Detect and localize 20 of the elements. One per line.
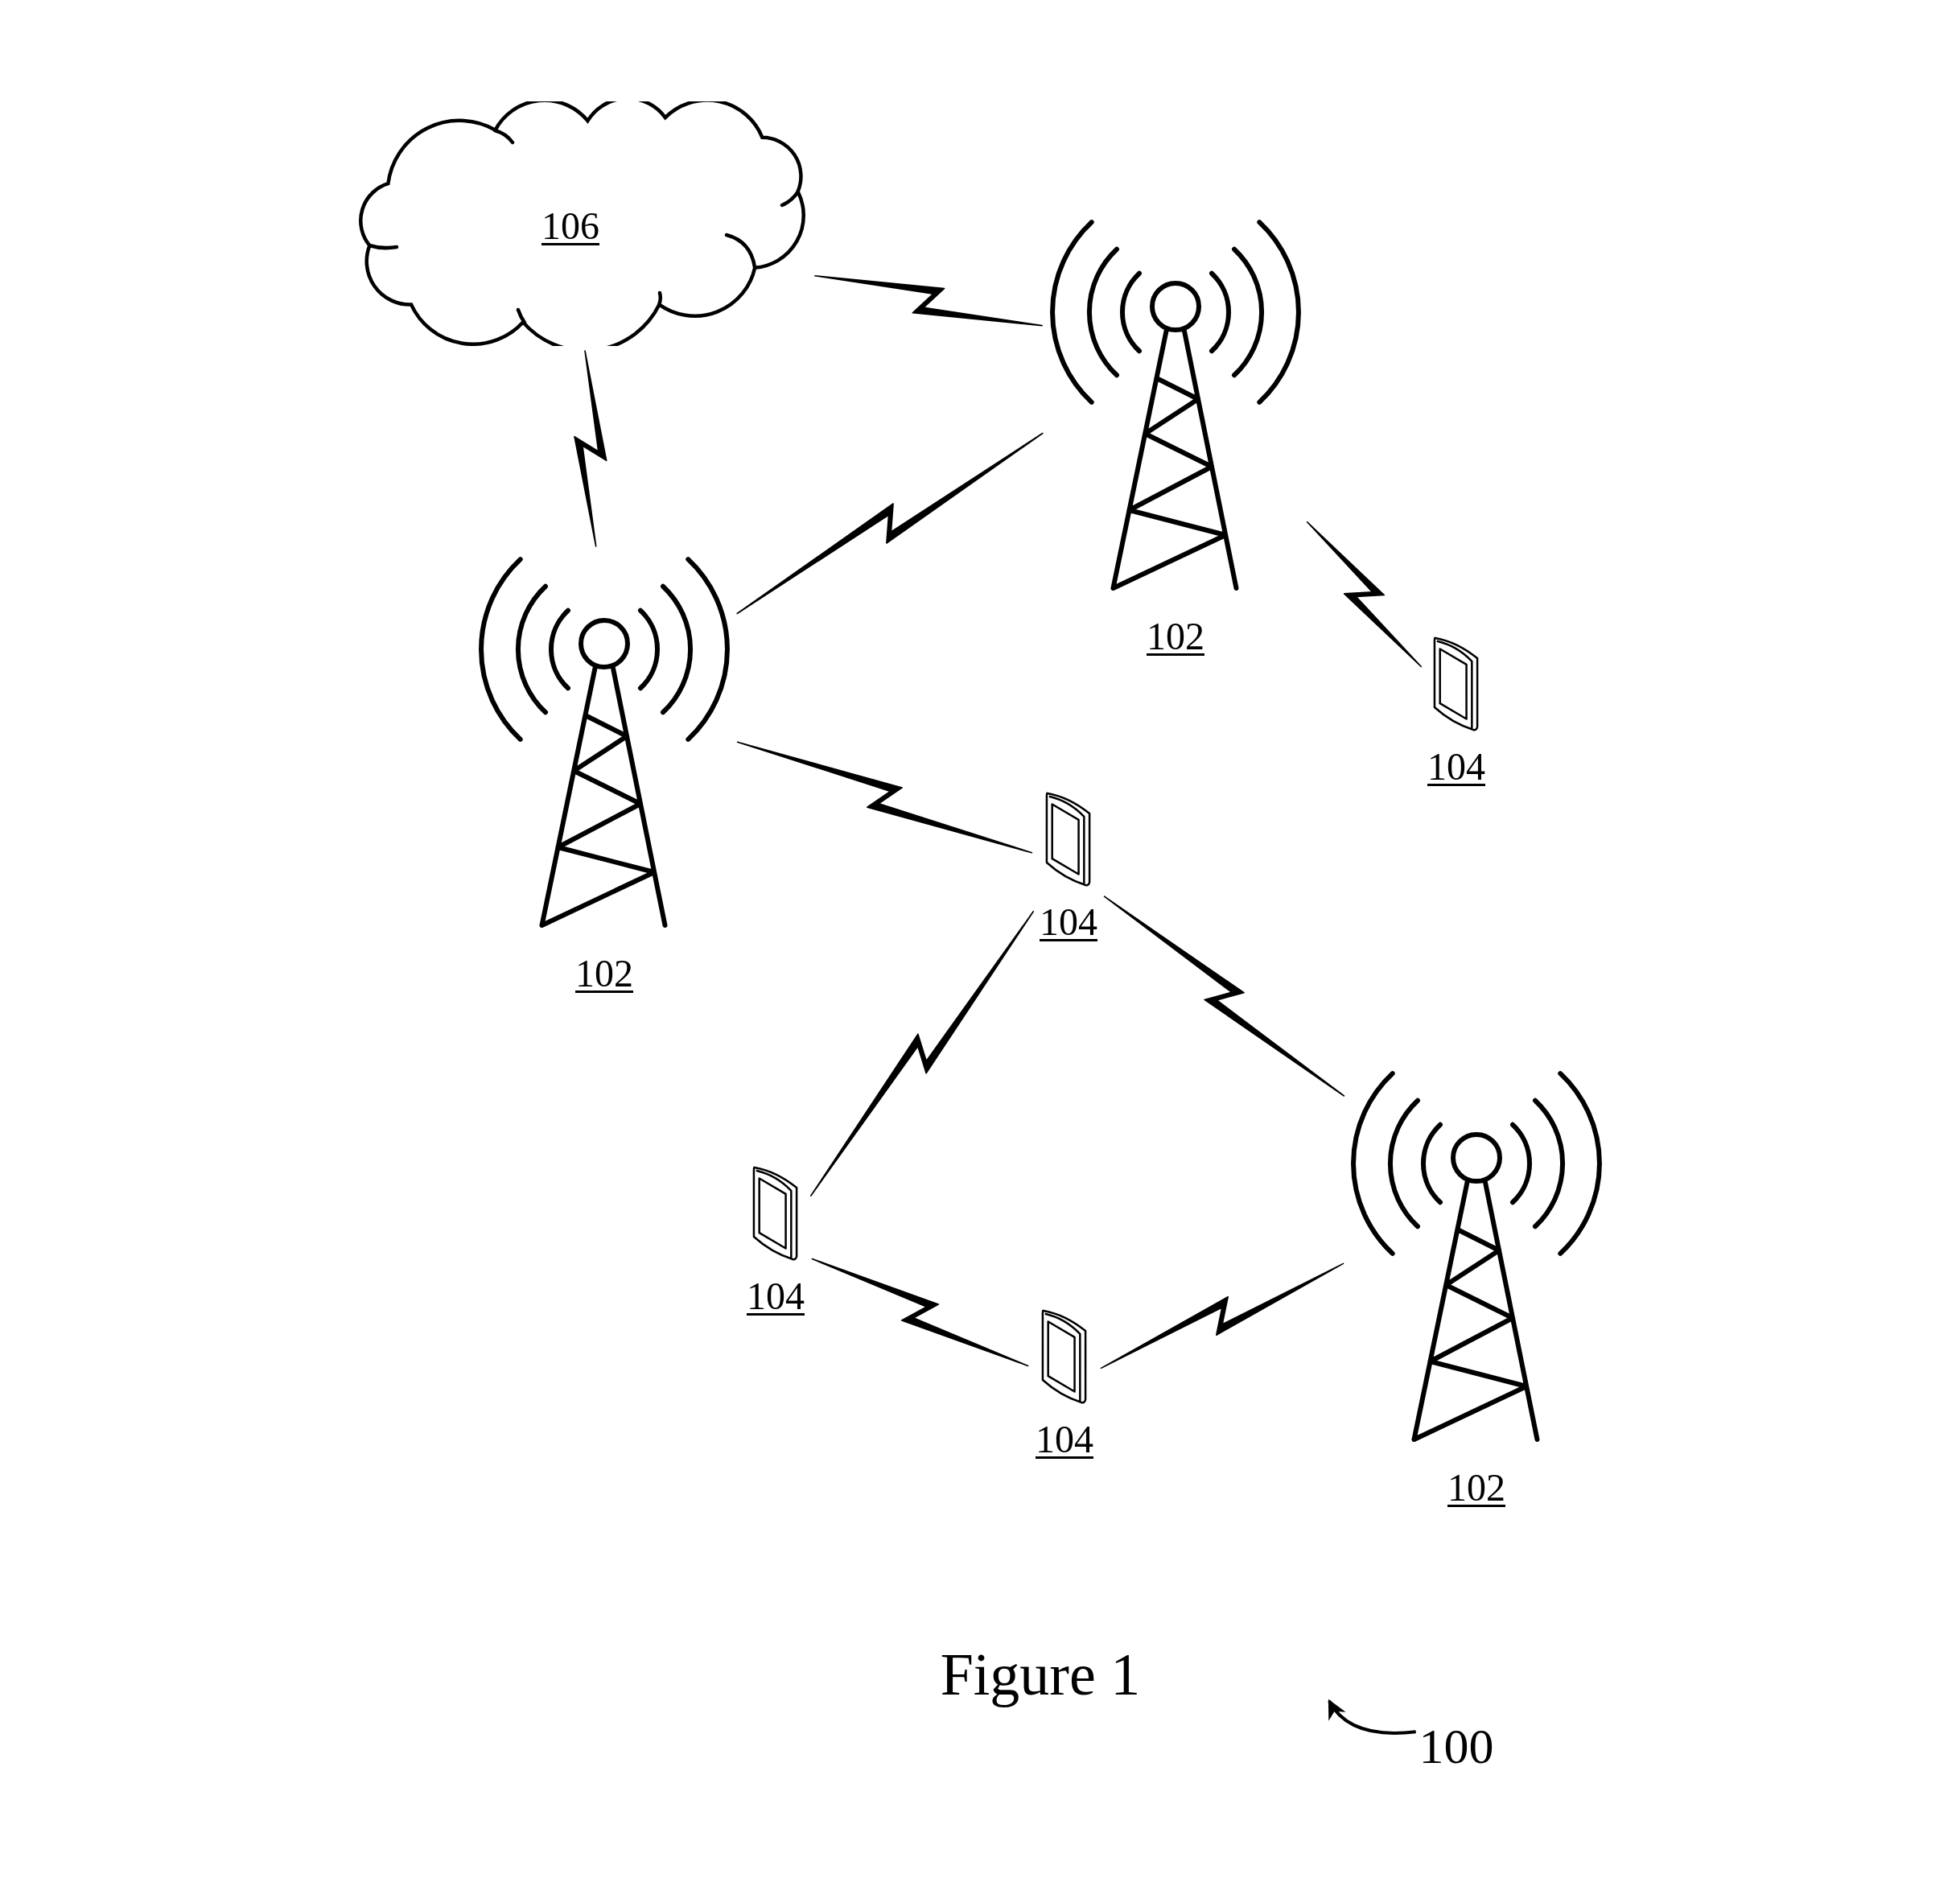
reference-numeral: 106 [541,204,599,249]
reference-numeral: 102 [1447,1465,1505,1510]
wireless-link [1103,896,1345,1097]
reference-numeral: 104 [1040,900,1097,945]
reference-numeral: 102 [575,951,633,996]
leader-arrow [1328,1699,1416,1735]
wireless-link [811,1258,1029,1367]
wireless-link [814,274,1043,327]
wireless-link [1306,521,1423,668]
wireless-link [574,350,607,547]
wireless-link [809,911,1035,1196]
reference-numeral: 100 [1419,1718,1494,1774]
reference-numeral: 104 [1036,1417,1093,1462]
wireless-link [1100,1262,1344,1369]
wireless-link [736,741,1033,854]
reference-numeral: 102 [1147,614,1204,659]
wireless-link [736,432,1044,615]
reference-numeral: 104 [747,1274,805,1319]
reference-numeral: 104 [1427,744,1485,789]
figure-caption: Figure 1 [940,1641,1141,1710]
